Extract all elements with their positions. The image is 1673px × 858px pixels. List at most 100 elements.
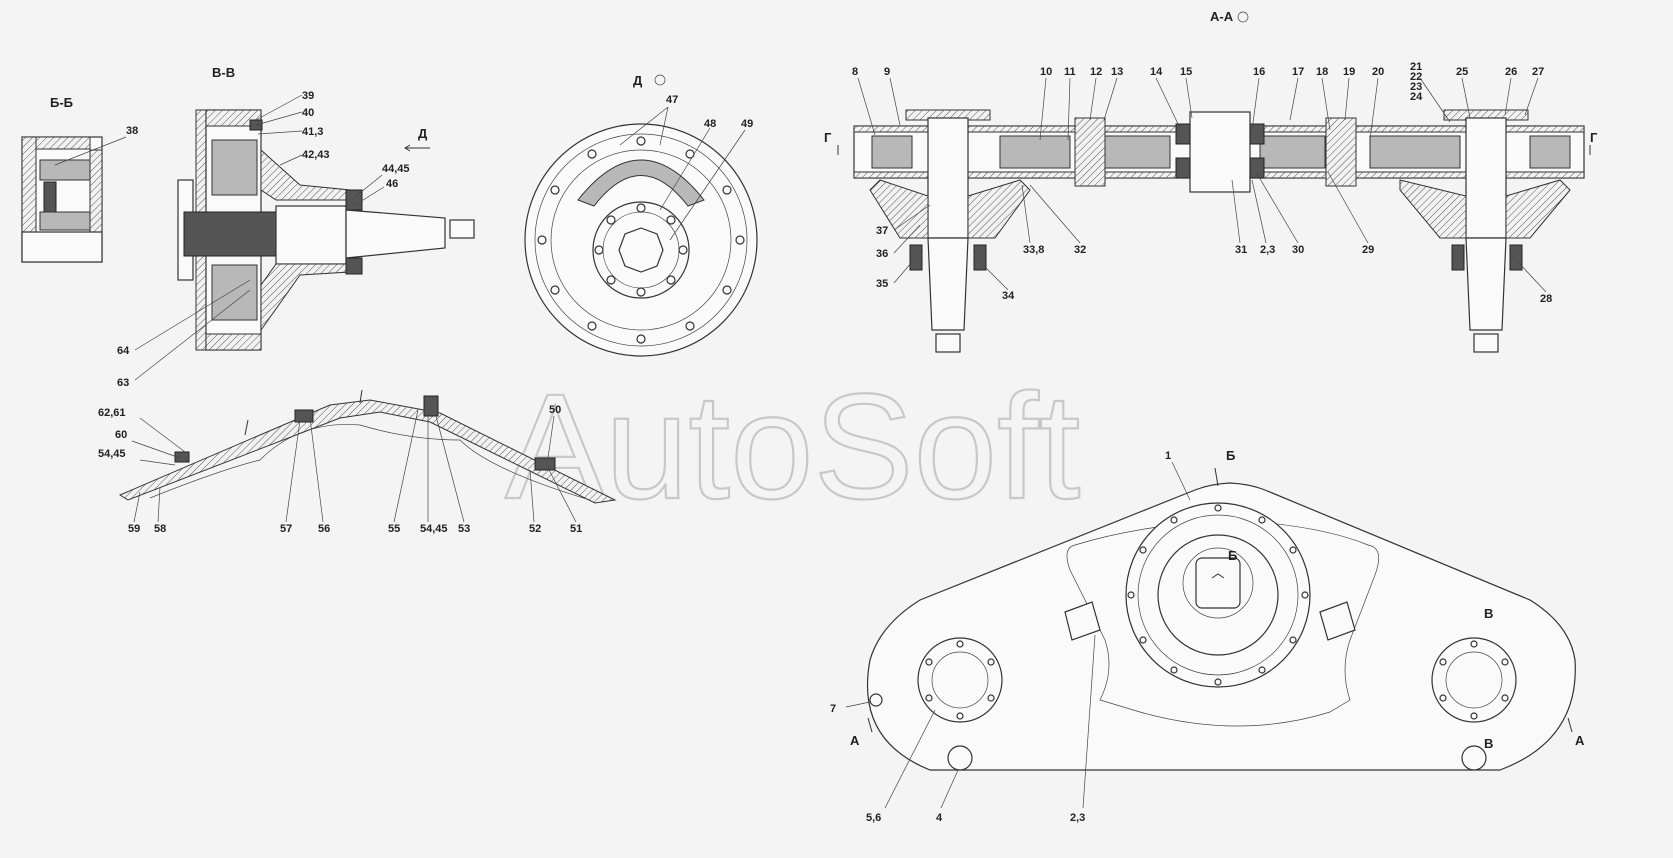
aa-bottom-leaders xyxy=(893,171,1547,293)
callout-11: 11 xyxy=(1064,66,1076,78)
leader xyxy=(1067,77,1071,141)
callout-46: 46 xyxy=(386,178,398,190)
leader xyxy=(131,440,181,459)
view-vv-title: В-В xyxy=(212,65,235,80)
callout-57: 57 xyxy=(280,523,292,535)
callout-5-6: 5,6 xyxy=(866,812,881,824)
d-hub-bolt xyxy=(606,215,616,225)
bolt xyxy=(1258,666,1266,674)
vv-leader-40 xyxy=(255,111,303,126)
d-arc-segment xyxy=(577,159,705,207)
d-hub-bolt xyxy=(594,245,604,255)
d-leader-49 xyxy=(669,129,746,241)
callout-15: 15 xyxy=(1180,66,1192,78)
arrow-d-label: Д xyxy=(418,126,428,141)
bolt xyxy=(1301,591,1309,599)
d-rim-bolt xyxy=(735,235,745,245)
balancer-vent xyxy=(1214,467,1219,487)
callout-54-45-mid: 54,45 xyxy=(420,523,448,535)
section-b-center: Б xyxy=(1228,548,1237,563)
aa-roller xyxy=(1259,135,1326,169)
callout-8: 8 xyxy=(852,66,858,78)
vv-shaft-body xyxy=(275,205,347,265)
balancer-plug-right xyxy=(1461,745,1487,771)
leader xyxy=(309,417,324,523)
vv-leader-41 xyxy=(257,130,303,135)
bolt xyxy=(1127,591,1135,599)
view-aa-rotation-icon xyxy=(1237,11,1249,23)
callout-18: 18 xyxy=(1316,66,1328,78)
callout-47: 47 xyxy=(666,94,678,106)
leader xyxy=(1251,179,1267,244)
balancer-flange-ring xyxy=(1137,514,1299,676)
aa-roller xyxy=(1529,135,1571,169)
callout-52: 52 xyxy=(529,523,541,535)
bolt xyxy=(1289,546,1297,554)
aa-left-axle-end xyxy=(935,333,961,353)
aa-right-bearing-l xyxy=(1451,244,1465,271)
leader xyxy=(1461,77,1471,119)
callout-13: 13 xyxy=(1111,66,1123,78)
leader xyxy=(893,204,931,231)
view-aa-title: А-А xyxy=(1210,9,1234,24)
callout-62-61: 62,61 xyxy=(98,407,126,419)
callout-27: 27 xyxy=(1532,66,1544,78)
leader xyxy=(1185,77,1193,119)
d-spline xyxy=(618,227,664,273)
callout-1: 1 xyxy=(1165,450,1171,462)
leader xyxy=(435,415,465,523)
balancer-leader-7 xyxy=(845,701,871,708)
leader xyxy=(133,491,141,523)
callout-20: 20 xyxy=(1372,66,1384,78)
view-vv: В-В 39 40 41,3 42,43 44,45 46 64 63 Д xyxy=(117,65,475,389)
d-hub-bolt xyxy=(678,245,688,255)
bolt xyxy=(1470,712,1478,720)
vv-leader-39 xyxy=(255,94,303,121)
vv-frame-top xyxy=(205,109,262,127)
d-rim-bolt xyxy=(550,185,560,195)
callout-35: 35 xyxy=(876,278,888,290)
aa-right-axle-end xyxy=(1473,333,1499,353)
balancer-left-bore xyxy=(931,651,989,709)
d-rim-bolt xyxy=(537,235,547,245)
callout-38: 38 xyxy=(126,125,138,137)
d-rim-bolt xyxy=(587,149,597,159)
callout-39: 39 xyxy=(302,90,314,102)
aa-left-bearing-r xyxy=(973,244,987,271)
leader xyxy=(157,486,161,523)
watermark: AutoSoft xyxy=(505,362,1080,530)
leader xyxy=(893,224,921,254)
callout-16: 16 xyxy=(1253,66,1265,78)
callout-59: 59 xyxy=(128,523,140,535)
cover-bolt-b xyxy=(294,409,314,423)
balancer-flange-bolts xyxy=(1127,504,1309,686)
leader xyxy=(139,459,176,466)
aa-right-spindle xyxy=(1465,117,1507,239)
aa-left-bearing-l xyxy=(909,244,923,271)
balancer-leader-1 xyxy=(1171,461,1191,501)
section-a-right: А xyxy=(1575,733,1585,748)
vv-leader-44 xyxy=(354,174,383,198)
leader xyxy=(1419,77,1451,123)
callout-32: 32 xyxy=(1074,244,1086,256)
d-rim-bolts xyxy=(537,136,745,344)
leader xyxy=(1504,77,1512,116)
callout-4: 4 xyxy=(936,812,943,824)
callout-50: 50 xyxy=(549,404,561,416)
section-g-right: Г xyxy=(1590,130,1598,145)
leader xyxy=(547,467,577,523)
leader xyxy=(1369,77,1379,141)
leader xyxy=(285,419,301,523)
callout-22: 22 xyxy=(1410,71,1422,83)
view-d-title: Д xyxy=(633,73,643,88)
bolt xyxy=(1258,516,1266,524)
aa-right-bracket-r xyxy=(1505,179,1571,239)
balancer-left-bolts xyxy=(925,640,995,720)
leader xyxy=(547,415,555,459)
callout-55: 55 xyxy=(388,523,400,535)
aa-roller xyxy=(999,135,1071,169)
leader xyxy=(1344,77,1350,121)
leader xyxy=(1039,77,1047,141)
section-v-top: В xyxy=(1484,606,1493,621)
callout-48: 48 xyxy=(704,118,716,130)
